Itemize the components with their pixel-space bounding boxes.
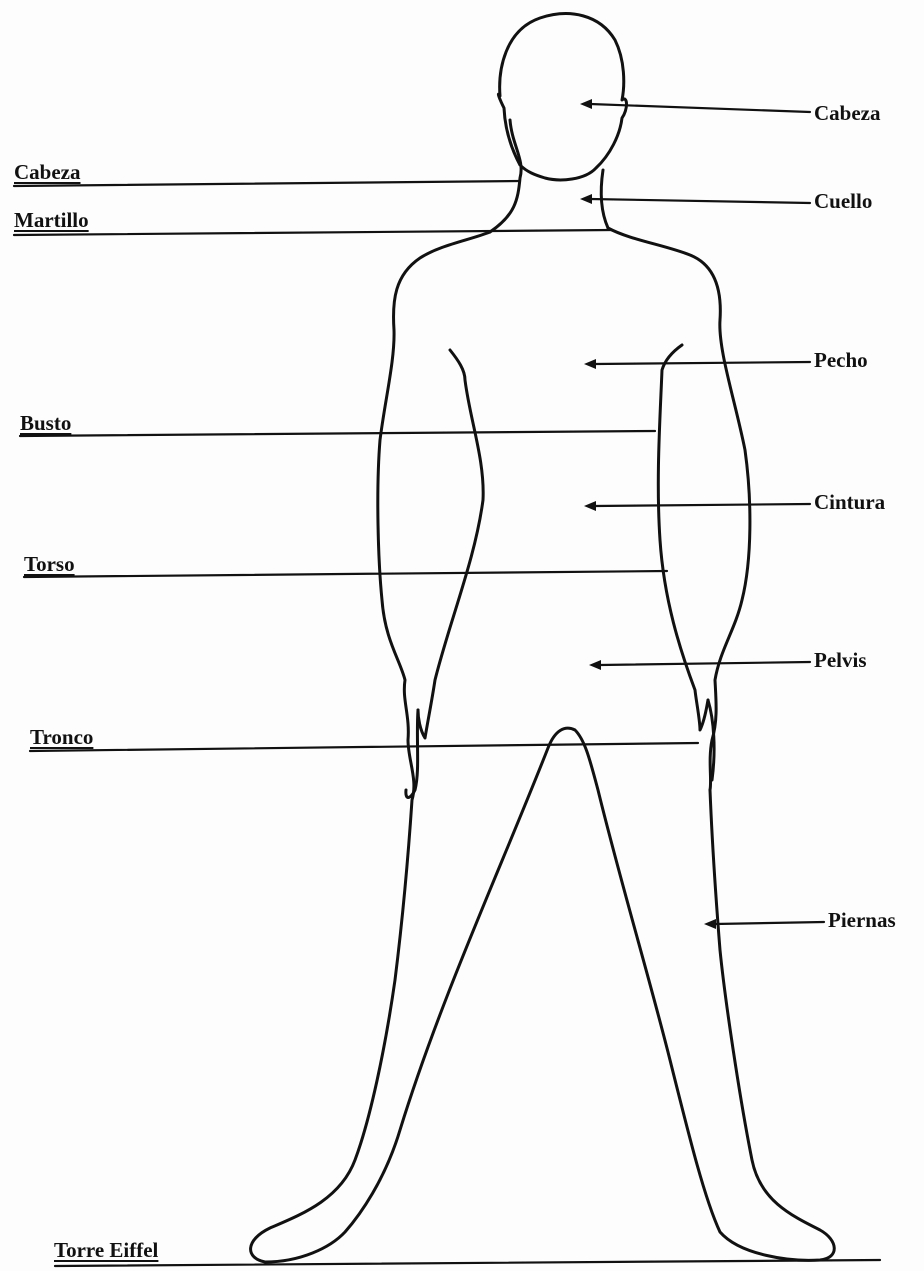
leader-cabeza-left <box>14 181 520 186</box>
leader-piernas-right <box>715 922 824 924</box>
label-martillo: Martillo <box>14 210 89 231</box>
leader-torre-eiffel-left <box>55 1260 880 1266</box>
right-body-outline <box>608 228 750 790</box>
arrow-pelvis <box>589 660 601 670</box>
leader-pelvis-right <box>600 662 810 665</box>
leader-pecho-right <box>595 362 810 364</box>
label-piernas: Piernas <box>828 910 896 931</box>
arrow-piernas <box>704 919 716 929</box>
leader-cintura-right <box>595 504 810 506</box>
leader-tronco-left <box>30 743 698 751</box>
label-torre-eiffel: Torre Eiffel <box>54 1240 158 1261</box>
label-pelvis: Pelvis <box>814 650 867 671</box>
label-cabeza-left: Cabeza <box>14 162 81 183</box>
label-cintura: Cintura <box>814 492 885 513</box>
label-cuello: Cuello <box>814 191 872 212</box>
label-pecho: Pecho <box>814 350 868 371</box>
leader-torso-left <box>24 571 667 577</box>
leader-busto-left <box>20 431 655 436</box>
right-inner-arm <box>658 345 708 730</box>
right-leaders <box>580 99 824 929</box>
arrow-cintura <box>584 501 596 511</box>
leader-cabeza-right <box>590 104 810 112</box>
left-leaders <box>14 181 880 1266</box>
arrow-pecho <box>584 359 596 369</box>
label-torso: Torso <box>24 554 75 575</box>
neck-left-outline <box>490 120 521 232</box>
left-inner-arm <box>418 350 483 738</box>
arrow-cuello <box>580 194 592 204</box>
arrow-cabeza <box>580 99 592 109</box>
leader-martillo-left <box>14 230 612 235</box>
label-tronco: Tronco <box>30 727 93 748</box>
label-cabeza-right: Cabeza <box>814 103 881 124</box>
leader-cuello-right <box>590 199 810 203</box>
label-busto: Busto <box>20 413 71 434</box>
